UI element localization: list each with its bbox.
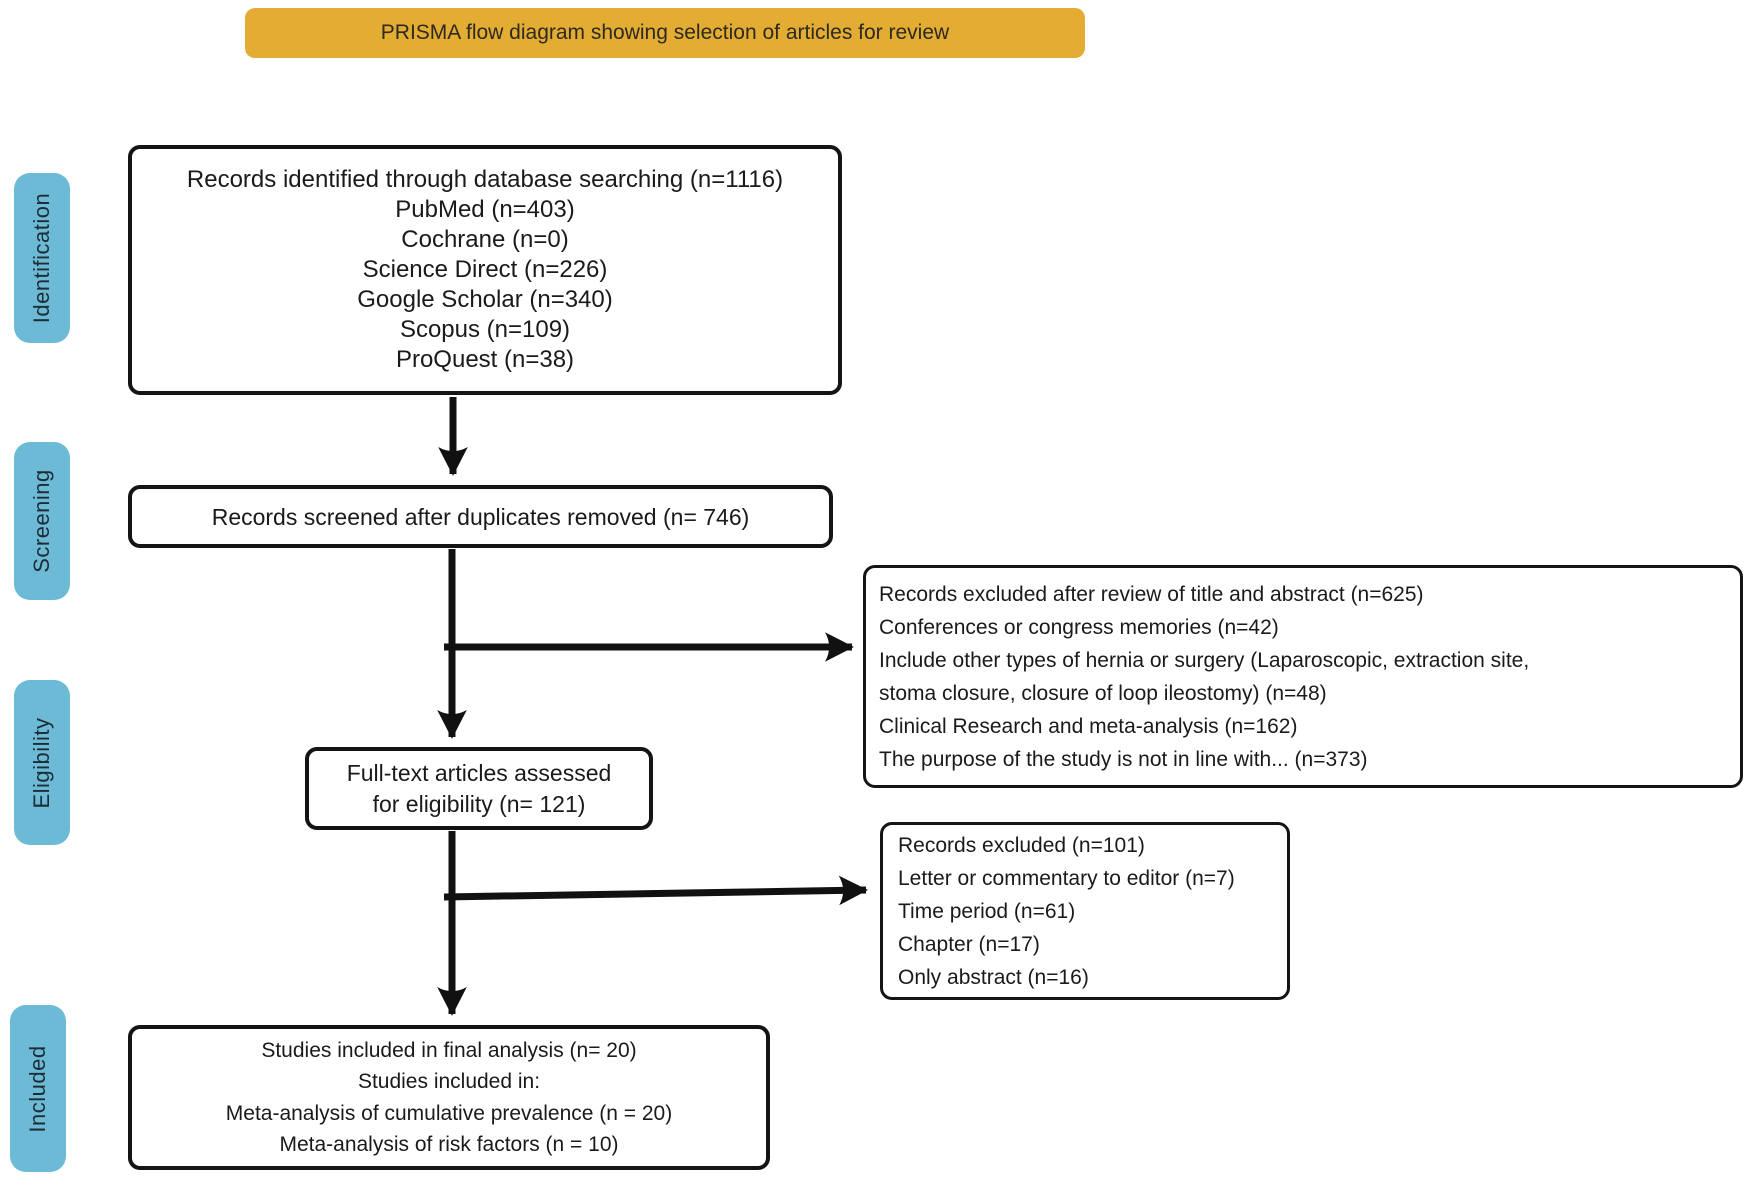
arrow-branch-to-excluded-fulltext bbox=[443, 875, 868, 906]
box-studies-included: Studies included in final analysis (n= 2… bbox=[128, 1025, 770, 1170]
box-line: Clinical Research and meta-analysis (n=1… bbox=[879, 714, 1298, 738]
box-records-screened: Records screened after duplicates remove… bbox=[128, 485, 833, 548]
box-line: Time period (n=61) bbox=[898, 899, 1076, 923]
box-line: Meta-analysis of cumulative prevalence (… bbox=[225, 1101, 673, 1125]
box-fulltext-assessed: Full-text articles assessed for eligibil… bbox=[305, 747, 653, 830]
box-line: Full-text articles assessed bbox=[346, 759, 612, 786]
box-line: Include other types of hernia or surgery… bbox=[879, 648, 1530, 672]
diagram-title: PRISMA flow diagram showing selection of… bbox=[380, 21, 950, 44]
box-line: The purpose of the study is not in line … bbox=[879, 747, 1368, 771]
box-line: ProQuest (n=38) bbox=[395, 346, 575, 373]
stage-label-identification: Identification bbox=[14, 173, 70, 343]
box-line: Google Scholar (n=340) bbox=[357, 286, 613, 313]
stage-label-included: Included bbox=[10, 1005, 66, 1172]
box-line: Scopus (n=109) bbox=[399, 316, 571, 343]
box-line: stoma closure, closure of loop ileostomy… bbox=[879, 681, 1327, 705]
box-line: Studies included in final analysis (n= 2… bbox=[261, 1038, 637, 1062]
box-line: Studies included in: bbox=[357, 1070, 541, 1093]
box-line: Letter or commentary to editor (n=7) bbox=[898, 866, 1235, 890]
box-line: Records identified through database sear… bbox=[186, 166, 784, 193]
box-line: Conferences or congress memories (n=42) bbox=[879, 615, 1279, 639]
box-line: Meta-analysis of risk factors (n = 10) bbox=[279, 1133, 619, 1156]
box-line: Records excluded after review of title a… bbox=[879, 582, 1424, 606]
box-line: for eligibility (n= 121) bbox=[372, 790, 586, 817]
box-line: Records excluded (n=101) bbox=[898, 833, 1145, 857]
box-line: Cochrane (n=0) bbox=[401, 226, 569, 253]
box-line: PubMed (n=403) bbox=[395, 196, 575, 223]
box-line: Records screened after duplicates remove… bbox=[211, 503, 750, 530]
stage-label-eligibility: Eligibility bbox=[14, 680, 70, 845]
box-line: Only abstract (n=16) bbox=[898, 965, 1089, 989]
diagram-title-banner: PRISMA flow diagram showing selection of… bbox=[245, 8, 1085, 58]
box-records-excluded-fulltext: Records excluded (n=101) Letter or comme… bbox=[880, 822, 1290, 1000]
box-line: Chapter (n=17) bbox=[898, 932, 1040, 956]
box-records-identified: Records identified through database sear… bbox=[128, 145, 842, 395]
stage-label-screening: Screening bbox=[14, 442, 70, 600]
box-excluded-title-abstract: Records excluded after review of title a… bbox=[863, 565, 1743, 788]
box-line: Science Direct (n=226) bbox=[362, 256, 608, 283]
